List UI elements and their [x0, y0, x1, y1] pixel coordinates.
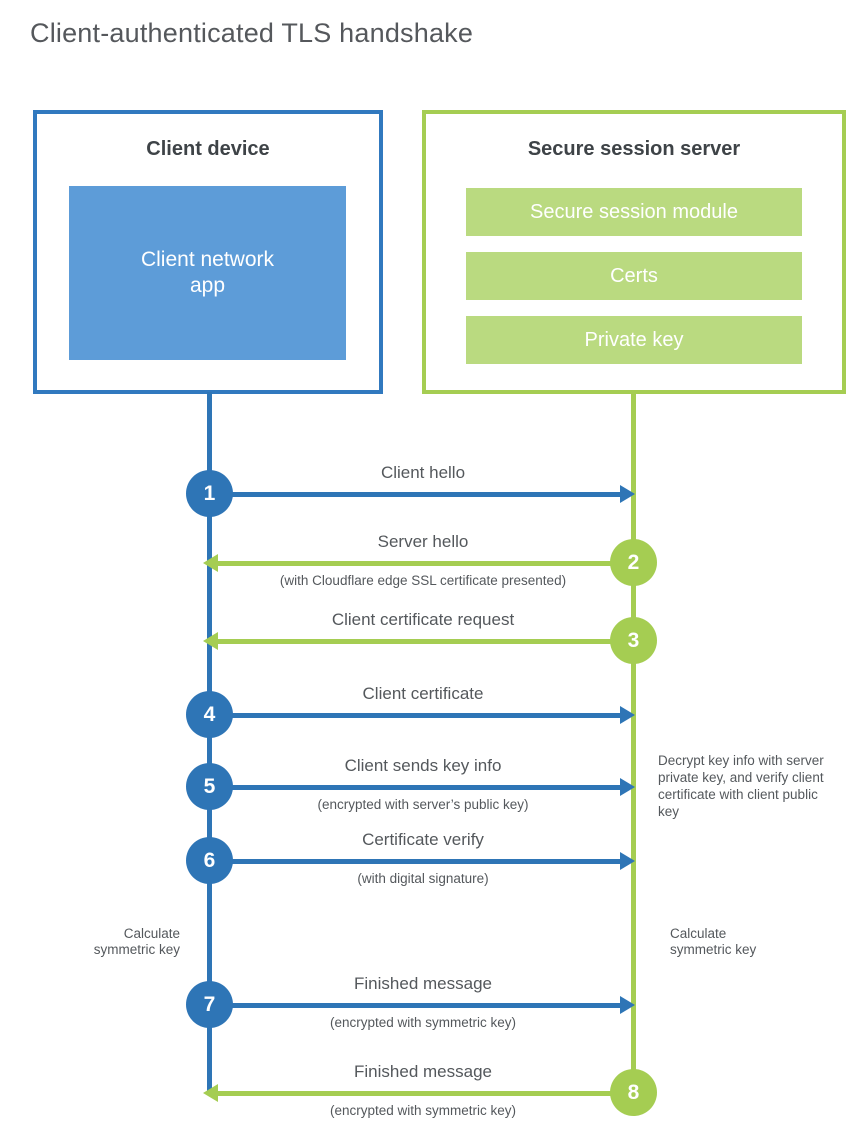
- step-5-label: Client sends key info: [344, 756, 502, 775]
- step-6-arrow-line: [232, 859, 621, 864]
- server-decrypt-note: Decrypt key info with server private key…: [658, 753, 824, 820]
- step-7-label: Finished message: [354, 974, 492, 993]
- server-module-label: Secure session module: [530, 200, 738, 223]
- step-2-arrow-line: [216, 561, 612, 566]
- server-module-label: Private key: [584, 328, 684, 351]
- secure-session-server-box: Secure session server Secure session mod…: [422, 110, 846, 394]
- page-title: Client-authenticated TLS handshake: [30, 18, 474, 48]
- client-device-title: Client device: [146, 138, 270, 160]
- step-3-label: Client certificate request: [331, 610, 515, 629]
- step-6-label: Certificate verify: [362, 830, 484, 849]
- server-module-label: Certs: [610, 264, 658, 287]
- server-module-private-key: Private key: [466, 316, 802, 364]
- step-2-label: Server hello: [377, 532, 469, 551]
- server-module-secure-session: Secure session module: [466, 188, 802, 236]
- step-4-arrow-line: [232, 713, 621, 718]
- client-calculate-note: Calculate symmetric key: [93, 926, 180, 958]
- server-calculate-note: Calculate symmetric key: [670, 926, 757, 958]
- step-7-sublabel: (encrypted with symmetric key): [329, 1015, 517, 1030]
- client-lifeline: [207, 392, 212, 1095]
- step-1-arrow-line: [232, 492, 621, 497]
- step-2-sublabel: (with Cloudflare edge SSL certificate pr…: [279, 573, 567, 588]
- secure-session-server-title: Secure session server: [527, 138, 741, 160]
- step-8-label: Finished message: [354, 1062, 492, 1081]
- server-module-certs: Certs: [466, 252, 802, 300]
- step-8-sublabel: (encrypted with symmetric key): [329, 1103, 517, 1118]
- step-6-sublabel: (with digital signature): [357, 871, 489, 886]
- step-5-sublabel: (encrypted with server’s public key): [317, 797, 529, 812]
- client-device-box: Client device Client network app: [33, 110, 383, 394]
- client-network-app-label: Client network app: [140, 247, 275, 297]
- step-5-arrow-line: [232, 785, 621, 790]
- step-3-arrow-line: [216, 639, 612, 644]
- step-8-arrow-line: [216, 1091, 612, 1096]
- step-7-arrow-line: [232, 1003, 621, 1008]
- step-4-label: Client certificate: [362, 684, 484, 703]
- server-lifeline: [631, 392, 636, 1095]
- client-network-app-box: Client network app: [69, 186, 346, 360]
- step-1-label: Client hello: [380, 463, 466, 482]
